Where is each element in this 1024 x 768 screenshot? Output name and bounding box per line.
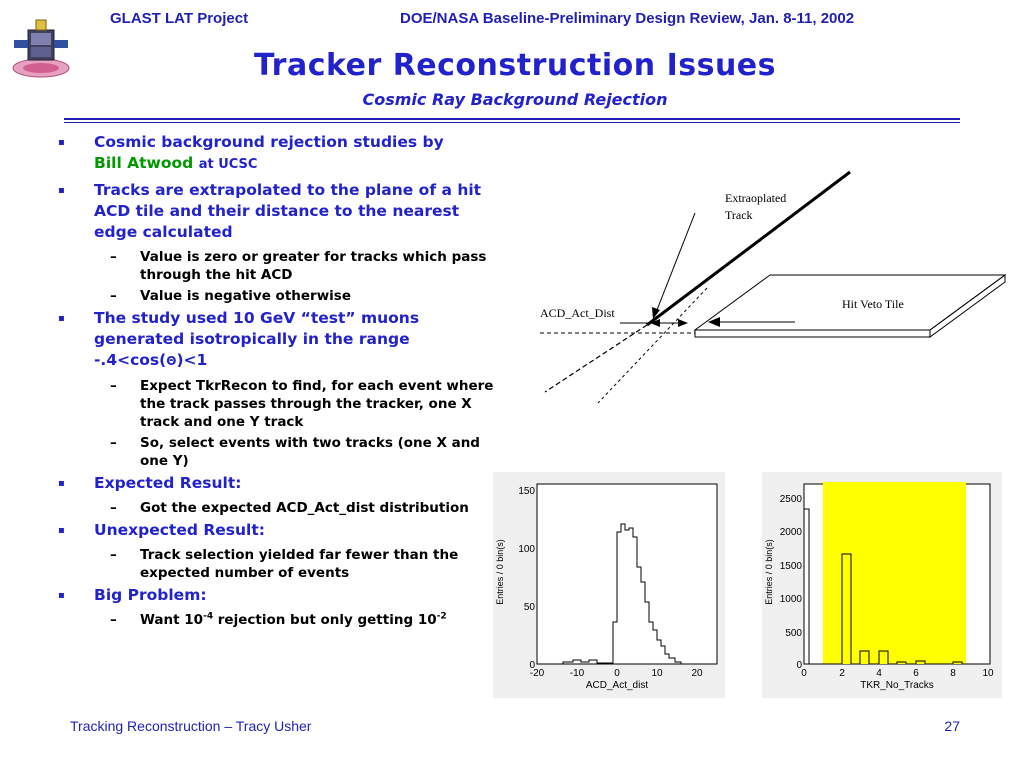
slide-subtitle: Cosmic Ray Background Rejection: [362, 90, 668, 109]
bullet-big-problem: ▪ Big Problem:: [58, 586, 207, 604]
track-label-arrow-icon: [652, 307, 660, 319]
glast-logo-icon: [12, 19, 70, 78]
title-divider: [64, 118, 960, 120]
hist2-xtick-4: 4: [876, 668, 882, 679]
hist1-ylabel: Entries / 0 bin(s): [495, 539, 505, 605]
hist1-xtick-m10: -10: [570, 668, 585, 679]
distance-arrow-right-icon: [678, 319, 688, 327]
hist2-ytick-1500: 1500: [780, 561, 803, 572]
hist1-xtick-10: 10: [651, 668, 663, 679]
hist1-plot-frame: [536, 483, 718, 665]
hist1-distribution: [537, 523, 717, 665]
hist1-ytick-150: 150: [518, 486, 535, 497]
hist2-xtick-6: 6: [913, 668, 919, 679]
hist2-xtick-2: 2: [839, 668, 845, 679]
header-review: DOE/NASA Baseline-Preliminary Design Rev…: [400, 10, 855, 27]
sub-bullet-expected-distribution: – Got the expected ACD_Act_dist distribu…: [110, 500, 469, 516]
sub-bullet-rejection: – Want 10-4 rejection but only getting 1…: [110, 611, 447, 628]
header-project: GLAST LAT Project: [110, 10, 249, 27]
bullet-expected-result: ▪ Expected Result:: [58, 474, 242, 492]
acd-tile-diagram: Extraoplated Track ACD_Act_Dist Hit Veto…: [540, 170, 1007, 404]
page-number: 27: [944, 718, 960, 734]
slide-title: Tracker Reconstruction Issues: [253, 48, 777, 83]
hist1-xtick-20: 20: [691, 668, 703, 679]
tile-side-face: [929, 274, 1006, 338]
track-label-line1: Extraoplated: [725, 191, 786, 205]
hist2-ylabel: Entries / 0 bin(s): [764, 539, 774, 605]
bullet-studies: ▪ Cosmic background rejection studies by…: [58, 133, 444, 172]
tile-pointer-arrow-icon: [708, 317, 720, 327]
histogram-tkr-no-tracks: 0 500 1000 1500 2000 2500 0 2 4 6 8 10 T…: [762, 472, 1002, 698]
hist2-xtick-10: 10: [982, 668, 994, 679]
tile-label: Hit Veto Tile: [842, 297, 904, 311]
edge-projection-line: [597, 287, 708, 404]
sub-bullet-negative: – Value is negative otherwise: [110, 288, 351, 304]
track-label-leader: [654, 212, 696, 316]
extrapolated-track-dashed: [544, 324, 648, 393]
acd-distance-label: ACD_Act_Dist: [540, 306, 615, 320]
hist2-ytick-2000: 2000: [780, 527, 803, 538]
sub-bullet-fewer-events: – Track selection yielded far fewer than…: [110, 547, 459, 581]
hist1-ytick-100: 100: [518, 544, 535, 555]
author-name: Bill Atwood: [94, 154, 194, 172]
hist2-distribution: [803, 508, 990, 665]
bullet-unexpected-result: ▪ Unexpected Result:: [58, 521, 265, 539]
hist2-xtick-8: 8: [950, 668, 956, 679]
extrapolated-track-line: [646, 170, 851, 327]
hist2-xlabel: TKR_No_Tracks: [860, 680, 934, 691]
track-label-line2: Track: [725, 208, 753, 222]
hist1-ytick-50: 50: [524, 602, 536, 613]
title-divider-thin: [64, 122, 960, 123]
bullet-extrapolation: ▪ Tracks are extrapolated to the plane o…: [58, 181, 482, 241]
hist1-ytick-0: 0: [529, 660, 535, 671]
sub-bullet-zero-or-greater: – Value is zero or greater for tracks wh…: [110, 249, 487, 283]
hist2-highlight-region: [823, 482, 966, 664]
hist2-ytick-2500: 2500: [780, 494, 803, 505]
hist2-xtick-0: 0: [801, 668, 807, 679]
tile-front-face: [694, 329, 931, 338]
distance-arrow-left-icon: [650, 319, 660, 327]
histogram-acd-act-dist: 0 50 100 150 -20 -10 0 10 20 ACD_Act_dis…: [493, 472, 725, 698]
bullet-list: ▪ Cosmic background rejection studies by…: [58, 132, 502, 632]
bullet-muon-study: ▪ The study used 10 GeV “test” muons gen…: [58, 309, 420, 369]
hist2-ytick-500: 500: [785, 628, 802, 639]
hist2-ytick-0: 0: [796, 660, 802, 671]
hist1-xtick-m20: -20: [530, 668, 545, 679]
sub-bullet-select-two-tracks: – So, select events with two tracks (one…: [110, 435, 480, 469]
sub-bullet-expect-tkrrecon: – Expect TkrRecon to find, for each even…: [110, 378, 494, 430]
footer-presenter: Tracking Reconstruction – Tracy Usher: [70, 718, 312, 734]
hist1-xlabel: ACD_Act_dist: [586, 680, 648, 691]
hist2-ytick-1000: 1000: [780, 594, 803, 605]
hist1-xtick-0: 0: [614, 668, 620, 679]
